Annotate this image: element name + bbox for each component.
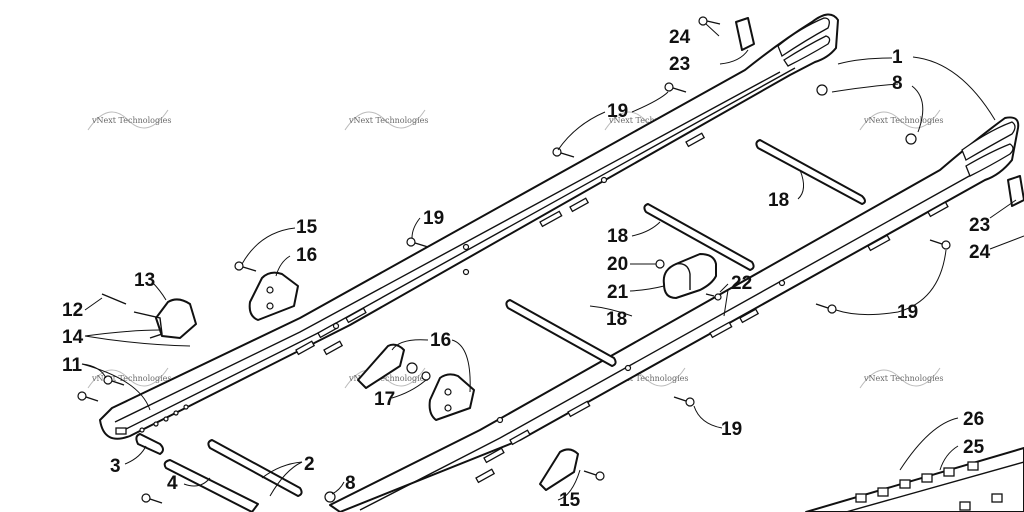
callout-labels: 1 2 3 4 8 8 11 12 13 14 15 15 16 16 17 1… <box>62 27 991 511</box>
callout-13: 13 <box>134 270 155 291</box>
callout-19-bottom: 19 <box>721 419 742 440</box>
axle-4 <box>163 459 259 512</box>
cross-shaft-middle <box>643 203 755 271</box>
callout-16-upper: 16 <box>296 245 317 266</box>
callout-23-front: 23 <box>669 54 690 75</box>
bracket-16-lower <box>428 373 475 421</box>
watermark-5: vNext Technologies <box>87 367 171 389</box>
bolt-19-mid <box>406 237 429 248</box>
bolt-19-left <box>552 147 575 158</box>
callout-8-bottom: 8 <box>345 473 356 494</box>
bolt-19-top <box>664 82 687 93</box>
callout-1: 1 <box>892 47 903 68</box>
leader-lines <box>81 23 1024 501</box>
callout-18-middle: 18 <box>607 226 628 247</box>
block-21 <box>662 253 717 299</box>
bracket-17 <box>357 343 431 389</box>
watermark-6: vNext Technologies <box>344 367 428 389</box>
callout-15-upper: 15 <box>296 217 318 238</box>
right-slide-rail <box>329 116 1020 512</box>
callout-25: 25 <box>963 437 985 458</box>
bracket-15-lower <box>539 448 579 491</box>
watermark-text: vNext Technologies <box>348 116 428 125</box>
spacer-3 <box>135 433 164 455</box>
callout-20: 20 <box>607 254 628 275</box>
watermark-1: vNext Technologies <box>87 109 171 131</box>
callout-19-right: 19 <box>897 302 918 323</box>
bolt-22 <box>705 293 722 301</box>
bolt-19-right <box>929 239 951 250</box>
bolt-15 <box>234 261 257 272</box>
watermark-text: vNext Technologies <box>863 374 943 383</box>
callout-15-lower: 15 <box>559 490 581 511</box>
cross-shaft-upper <box>755 139 866 205</box>
callout-21: 21 <box>607 282 629 303</box>
bolt-bottom-left <box>141 493 163 504</box>
callout-12: 12 <box>62 300 83 321</box>
callout-19-top: 19 <box>607 101 628 122</box>
nut-20 <box>655 259 665 269</box>
bolt-15-bottom <box>583 470 605 481</box>
callout-19-mid: 19 <box>423 208 444 229</box>
nut-8-right <box>905 133 917 145</box>
watermark-text: vNext Technologies <box>863 116 943 125</box>
left-slide-rail <box>99 13 839 440</box>
watermark-text: vNext Technologies <box>348 374 428 383</box>
watermark-4: vNext Technologies <box>859 109 943 131</box>
bolt-24 <box>698 16 721 26</box>
callout-26: 26 <box>963 409 984 430</box>
cross-shaft-lower <box>505 299 617 367</box>
callout-22: 22 <box>731 273 752 294</box>
callout-24-front: 24 <box>669 27 691 48</box>
callout-2: 2 <box>304 454 315 475</box>
callout-4: 4 <box>167 473 178 494</box>
callout-24-right: 24 <box>969 242 991 263</box>
callout-23-right: 23 <box>969 215 990 236</box>
bolt-19-low <box>815 303 837 314</box>
nut-8-bottom <box>324 491 336 503</box>
watermark-text: vNext Technologies <box>608 374 688 383</box>
watermark-text: vNext Technologies <box>608 116 688 125</box>
callout-18-lower: 18 <box>606 309 627 330</box>
nut-8-top <box>816 84 828 96</box>
watermark-text: vNext Technologies <box>91 374 171 383</box>
bolt-lower-left <box>77 391 99 402</box>
bracket-13 <box>133 298 197 339</box>
watermark-8: vNext Technologies <box>859 367 943 389</box>
callout-11: 11 <box>62 355 83 376</box>
axle-2 <box>207 439 303 497</box>
callout-3: 3 <box>110 456 121 477</box>
bolt-19-bottom <box>673 396 695 407</box>
bracket-16-upper <box>248 271 299 321</box>
bracket-23-right <box>1007 175 1024 207</box>
callout-17: 17 <box>374 389 395 410</box>
watermark-2: vNext Technologies <box>344 109 428 131</box>
watermark-text: vNext Technologies <box>91 116 171 125</box>
callout-16-lower: 16 <box>430 330 451 351</box>
callout-8-top: 8 <box>892 73 903 94</box>
bracket-23-front <box>735 17 755 51</box>
track-section <box>805 447 1024 512</box>
pin-12 <box>101 293 127 305</box>
callout-18-upper: 18 <box>768 190 789 211</box>
callout-14: 14 <box>62 327 84 348</box>
